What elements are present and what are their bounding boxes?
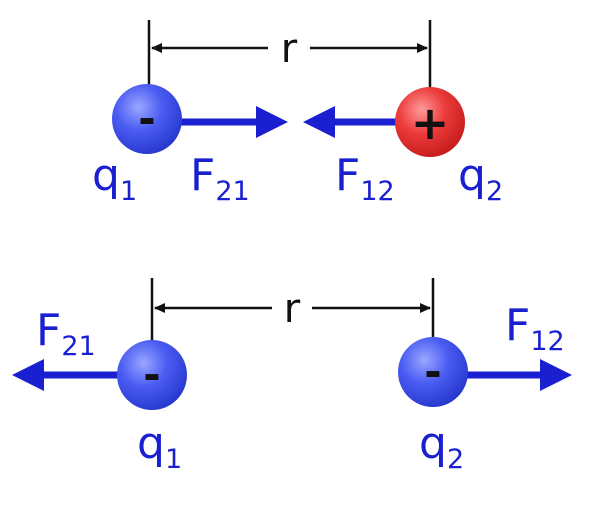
top-charge-q1: - [112,84,182,154]
bottom-charge-q1: - [117,340,187,410]
bottom-panel: r - - F21 q1 F12 q2 [12,278,572,475]
bottom-distance-marker [150,278,435,345]
top-f12-label: F12 [335,150,395,207]
bottom-distance-arrowhead-right [420,303,431,313]
top-q1-label: q1 [92,150,137,207]
top-charge-q1-sign: - [138,94,155,143]
top-distance-arrowhead-left [151,43,162,53]
bottom-charge-q1-sign: - [143,350,160,399]
bottom-q1-label: q1 [137,418,182,475]
bottom-force-arrow-f21 [12,359,118,391]
top-f21-label: F21 [190,150,250,207]
top-charge-q2: + [395,87,465,157]
bottom-force-arrow-f12 [466,359,572,391]
top-q2-label: q2 [458,150,503,207]
bottom-charge-q2-sign: - [424,347,441,396]
top-distance-marker [147,20,432,92]
top-charge-q2-sphere [395,87,465,157]
top-panel: r - + q1 F21 F12 q2 [92,20,503,207]
bottom-charge-q2-sphere [398,337,468,407]
top-charge-q1-sphere [112,84,182,154]
top-distance-label: r [281,26,298,72]
top-force-arrow-f12 [303,106,400,138]
bottom-q2-label: q2 [419,418,464,475]
bottom-f21-label: F21 [36,305,96,362]
top-charge-q2-sign: + [411,96,450,150]
bottom-f12-label: F12 [505,300,565,357]
bottom-distance-label: r [284,286,301,332]
top-distance-arrowhead-right [417,43,428,53]
bottom-charge-q2: - [398,337,468,407]
bottom-charge-q1-sphere [117,340,187,410]
top-force-arrow-f21 [180,106,288,138]
bottom-distance-arrowhead-left [154,303,165,313]
